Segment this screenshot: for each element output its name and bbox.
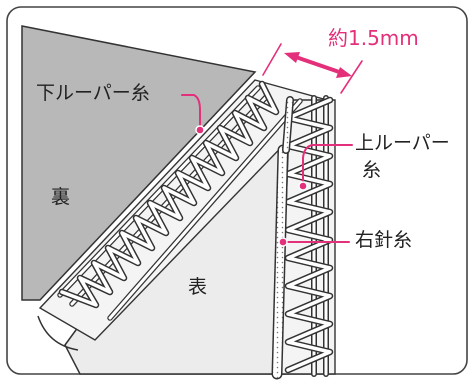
width-dimension-marker <box>262 43 363 94</box>
leader-dot-lower-looper <box>195 125 205 135</box>
dimension-label: 約1.5mm <box>328 26 419 50</box>
lower-looper-thread-label: 下ルーパー糸 <box>36 82 150 104</box>
lower-looper-thread <box>57 80 303 321</box>
right-needle-thread-label: 右針糸 <box>355 229 413 251</box>
wrong-side-label: 裏 <box>51 186 71 208</box>
right-side-label: 表 <box>188 276 208 298</box>
fabric-wrong-side <box>21 25 257 301</box>
fabric-fold-edge <box>37 315 79 351</box>
leader-dot-right-needle <box>278 237 288 247</box>
right-needle-thread <box>271 96 294 380</box>
leader-lower-looper-thread <box>181 94 201 129</box>
upper-looper-thread-label-line2: 糸 <box>362 159 382 181</box>
upper-looper-thread-label-line1: 上ルーパー <box>355 132 450 154</box>
leader-dot-upper-looper <box>298 181 308 191</box>
leader-upper-looper-thread <box>302 144 353 185</box>
